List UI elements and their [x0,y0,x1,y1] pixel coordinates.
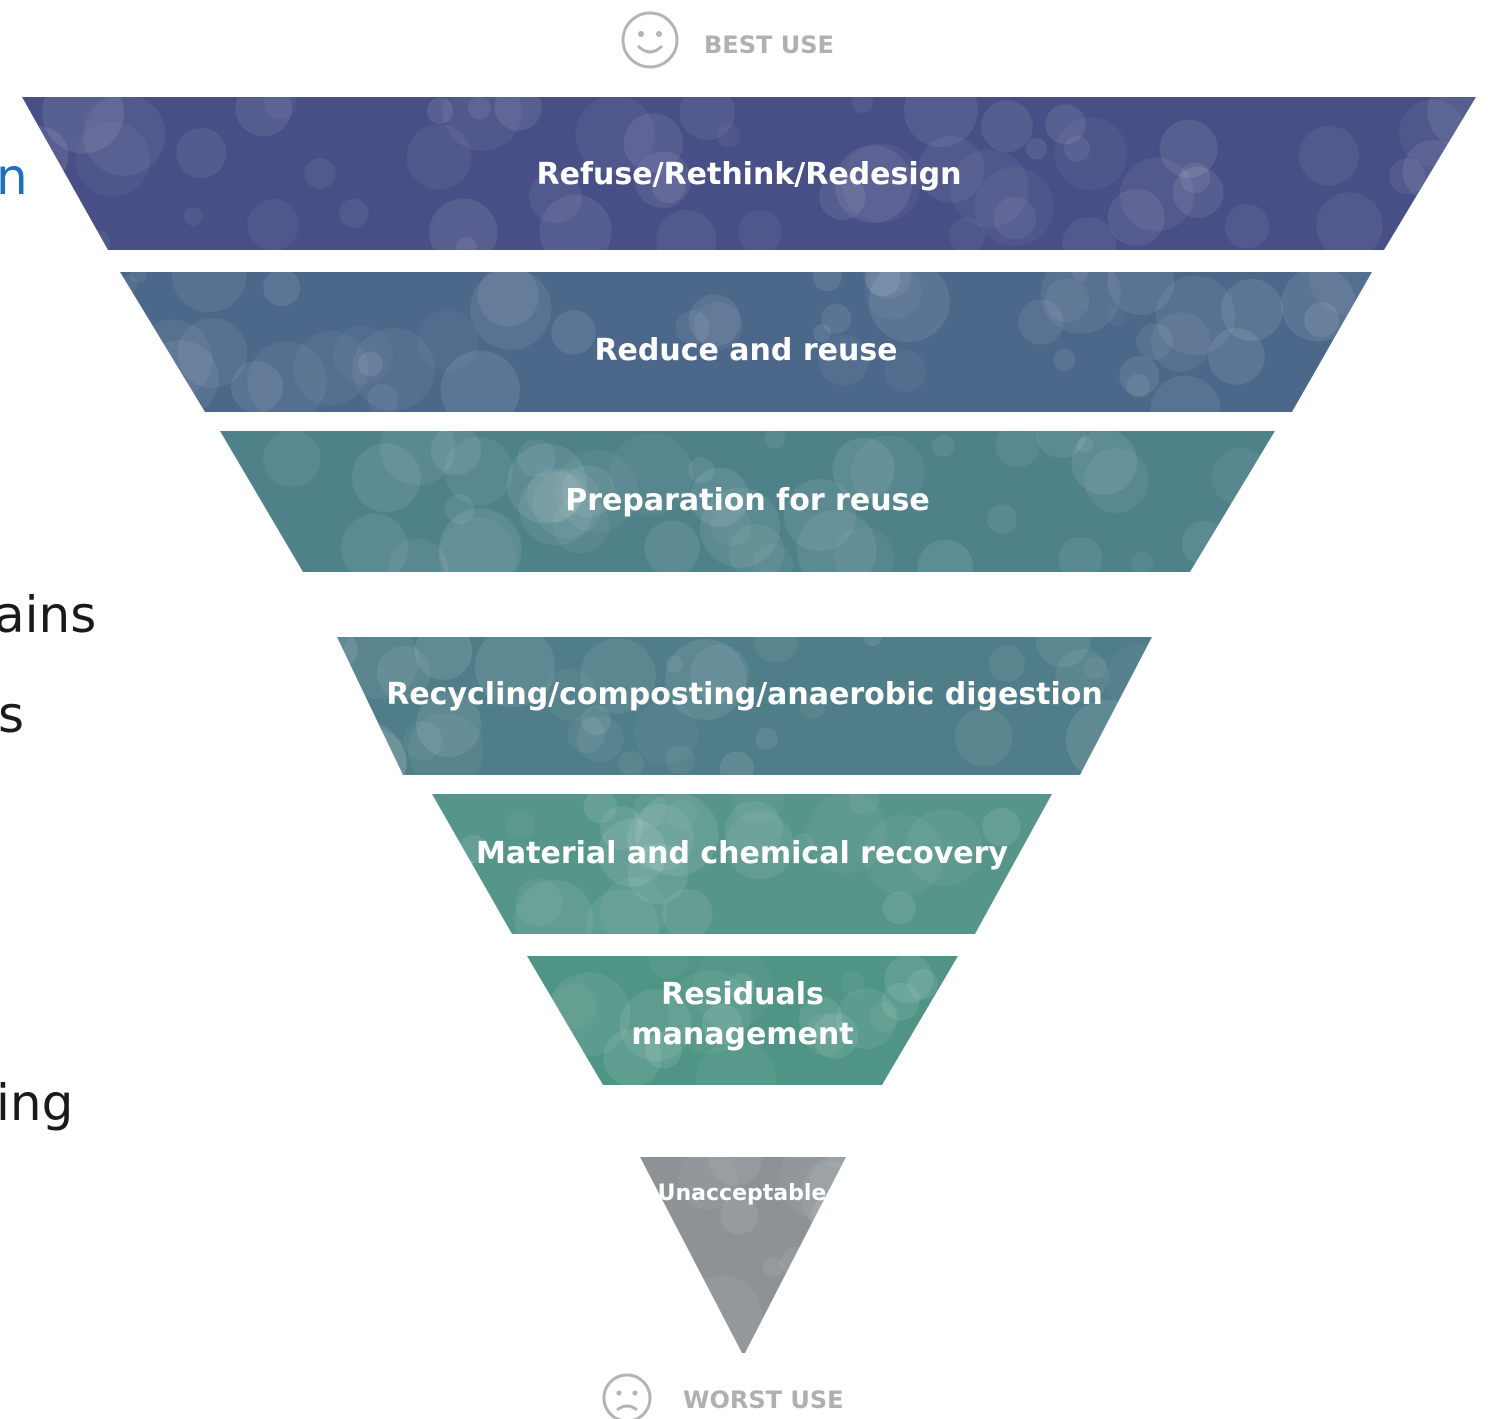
tier-band [432,794,1052,934]
tier-label: Refuse/Rethink/Redesign [537,157,962,192]
worst-use-footer: WORST USE [602,1373,844,1419]
tier-band [640,1157,846,1353]
hierarchy-tier-2: Reduce and reuse [120,272,1372,412]
hierarchy-tier-3: Preparation for reuse [220,431,1275,572]
tier-band [527,956,958,1085]
cropped-text-fragment-1: n [0,148,28,206]
tier-label: management [631,1017,853,1052]
tier-label: Recycling/composting/anaerobic digestion [386,677,1103,712]
tier-label: Reduce and reuse [594,333,897,368]
tier-label: Residuals [661,977,824,1012]
tier-band [22,97,1476,250]
hierarchy-tier-6: Residuals management [527,956,958,1085]
tier-band [120,272,1372,412]
cropped-text-fragment-4: ing [0,1074,74,1132]
sad-face-icon [602,1373,652,1419]
smiley-face-icon [621,11,679,69]
tier-label: Unacceptable [658,1181,827,1206]
worst-use-label: WORST USE [683,1386,844,1414]
hierarchy-tier-5: Material and chemical recovery [432,794,1052,934]
hierarchy-tier-1: Refuse/Rethink/Redesign [22,97,1476,250]
best-use-header: BEST USE [621,11,834,69]
best-use-label: BEST USE [704,31,834,59]
tier-band [220,431,1275,572]
tier-label: Preparation for reuse [565,483,930,518]
tier-label: Material and chemical recovery [476,836,1008,871]
cropped-text-fragment-3: s [0,686,25,744]
cropped-text-fragment-2: ains [0,586,97,644]
tier-band [337,637,1152,775]
hierarchy-tier-4: Recycling/composting/anaerobic digestion [337,637,1152,775]
hierarchy-tier-7: Unacceptable [640,1157,846,1353]
